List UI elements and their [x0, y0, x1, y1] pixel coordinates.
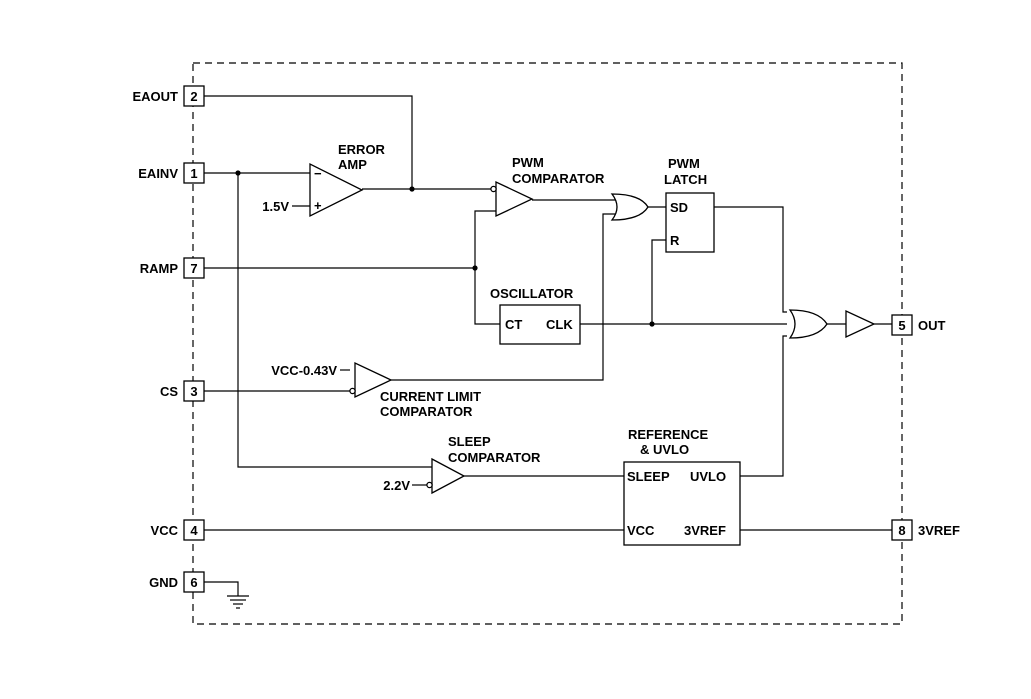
pin-ramp-number: 7: [190, 261, 197, 276]
current-limit-comparator: VCC-0.43V CURRENT LIMIT COMPARATOR: [271, 361, 481, 419]
junction-ramp: [472, 265, 478, 271]
pin-cs-label: CS: [160, 384, 178, 399]
sleep-comparator-ref: 2.2V: [383, 478, 410, 493]
pwm-comparator-label-1: PWM: [512, 155, 544, 170]
junctions: [235, 170, 655, 327]
error-amp-ref: 1.5V: [262, 199, 289, 214]
junction-eainv: [235, 170, 241, 176]
oscillator-ct: CT: [505, 317, 522, 332]
reference-label-1: REFERENCE: [628, 427, 709, 442]
reference-vcc: VCC: [627, 523, 655, 538]
oscillator: OSCILLATOR CT CLK: [490, 286, 581, 345]
wires: [204, 95, 892, 609]
oscillator-title: OSCILLATOR: [490, 286, 574, 301]
pwm-latch-r: R: [670, 233, 680, 248]
error-amp-plus: +: [314, 198, 322, 213]
junction-eaout: [409, 186, 415, 192]
pin-cs-number: 3: [190, 384, 197, 399]
current-limit-ref: VCC-0.43V: [271, 363, 337, 378]
or-gate-output: [788, 309, 828, 339]
pin-gnd-number: 6: [190, 575, 197, 590]
pin-eaout-number: 2: [190, 89, 197, 104]
pin-vcc: VCC 4: [151, 519, 205, 541]
sleep-comparator-label-2: COMPARATOR: [448, 450, 541, 465]
pin-gnd-label: GND: [149, 575, 178, 590]
pin-cs: CS 3: [160, 380, 205, 402]
pwm-latch: PWM LATCH SD R: [664, 156, 715, 253]
pin-gnd: GND 6: [149, 571, 205, 593]
pwm-latch-sd: SD: [670, 200, 688, 215]
error-amp: − + ERROR AMP 1.5V: [262, 142, 386, 218]
pin-3vref-label: 3VREF: [918, 523, 960, 538]
pwm-comparator: PWM COMPARATOR: [490, 155, 605, 218]
error-amp-minus: −: [314, 166, 322, 181]
pin-ramp: RAMP 7: [140, 257, 205, 279]
reference-uvlo: REFERENCE & UVLO SLEEP UVLO VCC 3VREF: [623, 427, 741, 546]
pin-3vref: 8 3VREF: [891, 519, 960, 541]
pwm-latch-label-2: LATCH: [664, 172, 707, 187]
reference-uvlo-label: UVLO: [690, 469, 726, 484]
pin-out-number: 5: [898, 318, 905, 333]
pin-out-label: OUT: [918, 318, 946, 333]
error-amp-label-1: ERROR: [338, 142, 386, 157]
pin-eainv: EAINV 1: [138, 162, 205, 184]
pin-ramp-label: RAMP: [140, 261, 179, 276]
reference-sleep: SLEEP: [627, 469, 670, 484]
pin-eainv-label: EAINV: [138, 166, 178, 181]
error-amp-label-2: AMP: [338, 157, 367, 172]
pwm-comparator-label-2: COMPARATOR: [512, 171, 605, 186]
pin-eaout: EAOUT 2: [133, 85, 205, 107]
pin-out: 5 OUT: [891, 314, 946, 336]
output-buffer: [845, 309, 876, 339]
pin-vcc-number: 4: [190, 523, 198, 538]
reference-label-2: & UVLO: [640, 442, 689, 457]
pin-3vref-number: 8: [898, 523, 905, 538]
pin-eaout-label: EAOUT: [133, 89, 179, 104]
reference-3vref: 3VREF: [684, 523, 726, 538]
or-gate-latch: [610, 193, 649, 221]
sleep-comparator: 2.2V SLEEP COMPARATOR: [383, 434, 541, 495]
junction-clk: [649, 321, 655, 327]
current-limit-label-2: COMPARATOR: [380, 404, 473, 419]
oscillator-clk: CLK: [546, 317, 573, 332]
current-limit-label-1: CURRENT LIMIT: [380, 389, 481, 404]
pin-vcc-label: VCC: [151, 523, 179, 538]
chip-boundary: [192, 62, 903, 625]
sleep-comparator-label-1: SLEEP: [448, 434, 491, 449]
pin-eainv-number: 1: [190, 166, 197, 181]
pwm-latch-label-1: PWM: [668, 156, 700, 171]
